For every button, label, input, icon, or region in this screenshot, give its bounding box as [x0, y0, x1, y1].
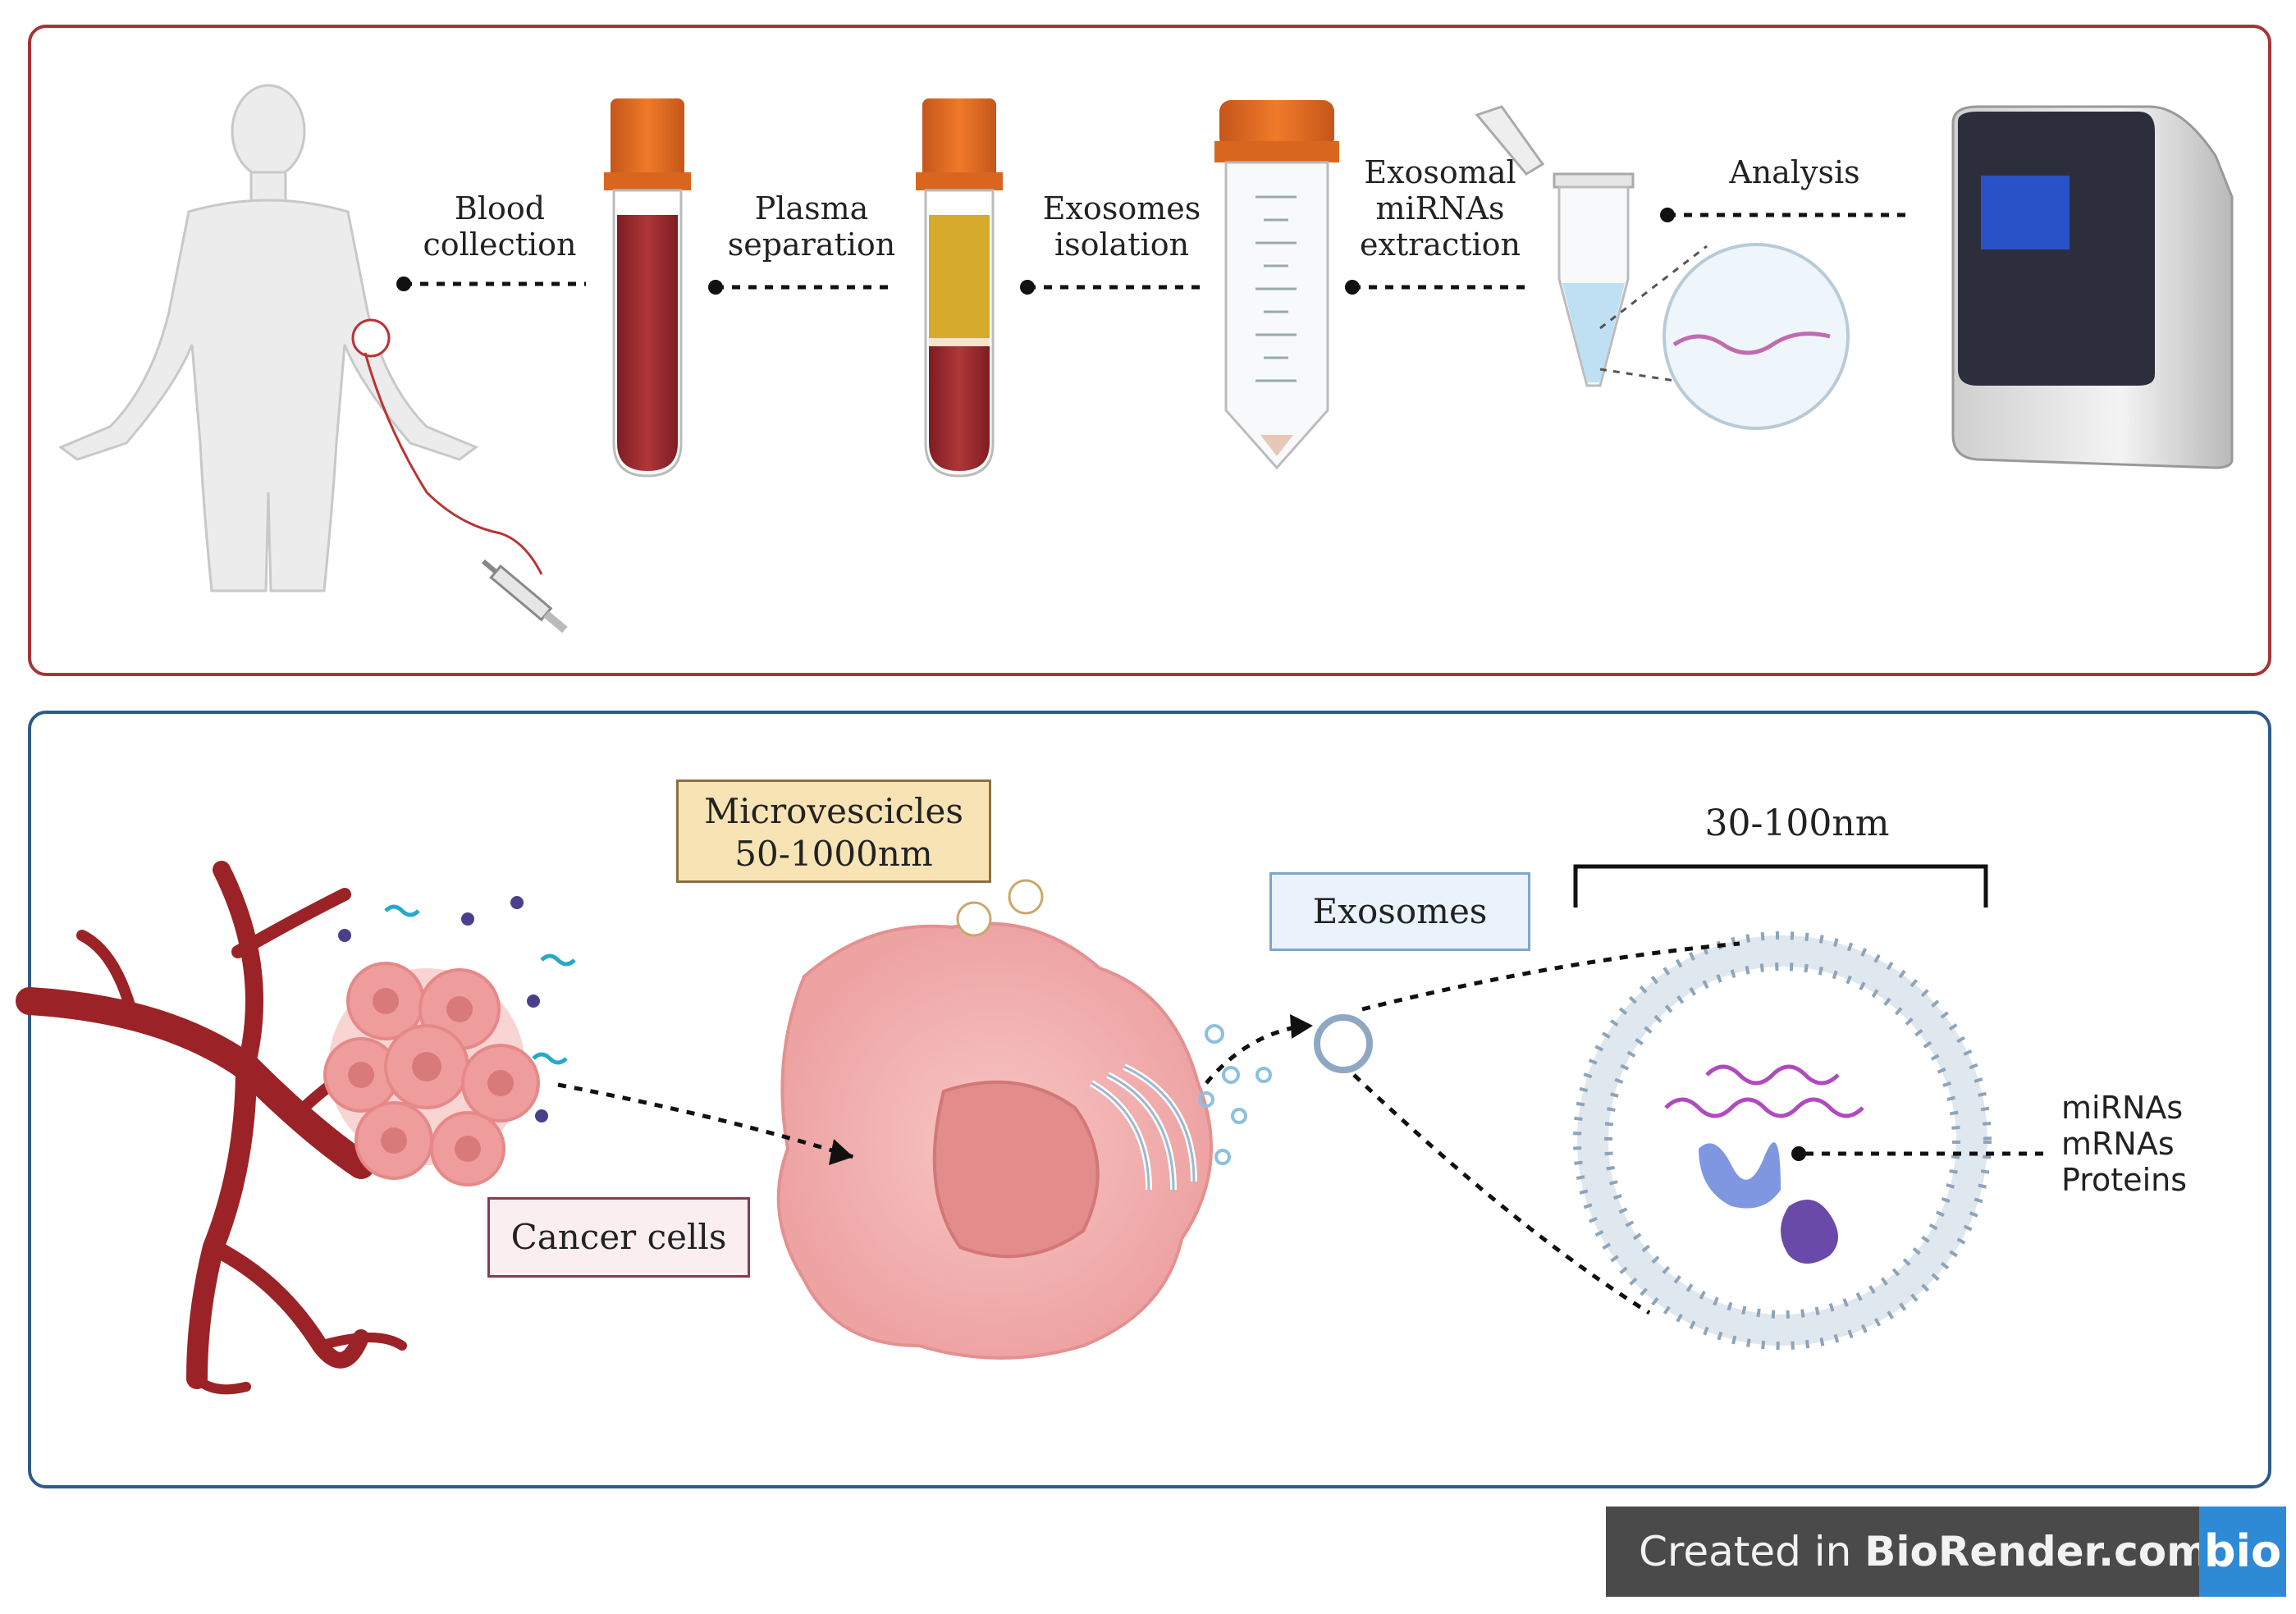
size-bracket — [1573, 864, 1988, 908]
watermark-prefix: Created in — [1639, 1528, 1865, 1575]
blood-draw-line — [351, 318, 568, 633]
human-figure-icon — [58, 84, 478, 592]
exosomes-label: Exosomes — [1269, 872, 1530, 951]
biogenesis-panel — [28, 711, 2271, 1488]
workflow-connectors — [396, 208, 1909, 295]
analyzer-machine-icon — [1951, 105, 2234, 469]
syringe-icon — [481, 559, 568, 633]
step-label-analysis: Analysis — [1729, 154, 1860, 190]
exosome-cross-section-icon — [1573, 931, 1992, 1350]
biorender-logo-icon: bio — [2199, 1507, 2286, 1597]
plasma-tube-icon — [916, 98, 1003, 478]
blood-vessel-icon — [16, 861, 407, 1395]
watermark-brand: BioRender.com — [1864, 1528, 2210, 1575]
microtube-icon — [1475, 105, 1635, 387]
cancer-cell-cluster-icon — [323, 896, 576, 1186]
microvesicles-label: Microvescicles 50-1000nm — [676, 780, 991, 883]
exosome-size-label: 30-100nm — [1704, 802, 1890, 844]
step-label-plasma-separation: Plasma separation — [727, 190, 896, 263]
connector-arrowheads — [829, 1014, 1806, 1165]
biorender-watermark: Created in BioRender.com bio — [1606, 1507, 2286, 1597]
magnifier-icon — [1599, 243, 1850, 430]
exosome-icon — [1314, 1014, 1373, 1073]
conical-tube-icon — [1214, 100, 1339, 470]
step-label-mirna-extraction: Exosomal miRNAs extraction — [1359, 154, 1521, 263]
workflow-panel — [28, 25, 2271, 676]
blood-tube-icon — [604, 98, 691, 478]
watermark-text: Created in BioRender.com — [1639, 1507, 2209, 1597]
cargo-mirnas: miRNAs — [2061, 1090, 2184, 1126]
cancer-cells-label: Cancer cells — [487, 1197, 750, 1278]
cargo-mrnas: mRNAs — [2061, 1126, 2175, 1162]
large-cell-icon — [776, 879, 1272, 1360]
step-label-exosomes-isolation: Exosomes isolation — [1042, 190, 1201, 263]
step-label-blood-collection: Blood collection — [423, 190, 577, 263]
cargo-proteins: Proteins — [2061, 1162, 2188, 1198]
